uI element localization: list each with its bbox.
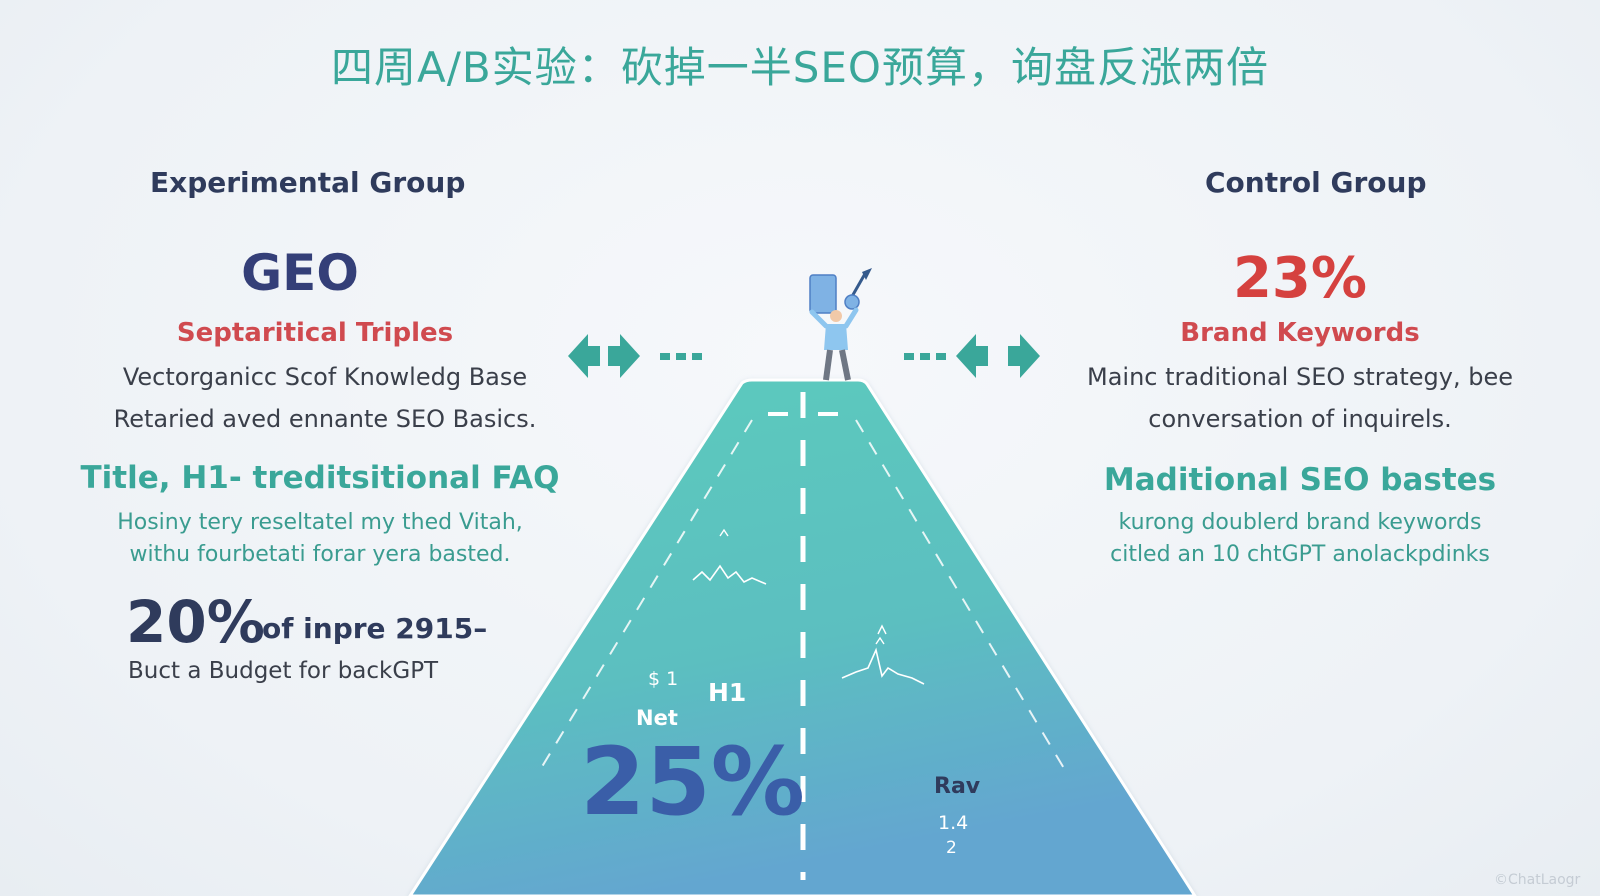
control-line-1: Mainc traditional SEO strategy, bee: [1086, 363, 1514, 391]
mountain-rav-label: Rav: [934, 774, 981, 799]
experimental-teal-line-2: withu fourbetati forar yera basted.: [129, 542, 511, 567]
mountain-value-2: 2: [946, 838, 957, 858]
mountain-dollar-label: $ 1: [648, 668, 679, 690]
control-line-2: conversation of inquirels.: [1148, 405, 1452, 433]
experimental-teal-heading: Title, H1- treditsitional FAQ: [80, 460, 560, 496]
experimental-line-2: Retaried aved ennante SEO Basics.: [113, 405, 537, 433]
sparkline-icon: [841, 647, 925, 685]
person-with-flag-icon: [809, 268, 872, 381]
experimental-group-heading: Experimental Group: [150, 166, 466, 199]
control-teal-heading: Maditional SEO bastes: [1103, 462, 1497, 498]
mountain-net-label: Net: [636, 706, 678, 730]
geo-label: GEO: [241, 244, 359, 302]
mountain-value-1: 1.4: [938, 812, 969, 834]
control-group-heading: Control Group: [1205, 166, 1427, 199]
control-teal-line-2: citled an 10 chtGPT anolackpdinks: [1110, 542, 1490, 567]
mountain-percent: 25%: [580, 728, 805, 837]
experimental-line-1: Vectorganicc Scof Knowledg Base: [122, 363, 528, 391]
experimental-budget-note: Buct a Budget for backGPT: [128, 658, 439, 684]
control-teal-line-1: kurong doublerd brand keywords: [1118, 510, 1482, 535]
page-title: 四周A/B实验：砍掉一半SEO预算，询盘反涨两倍: [331, 43, 1269, 92]
experimental-percent-note: of inpre 2915–: [262, 612, 488, 645]
experimental-subhead: Septaritical Triples: [176, 318, 454, 348]
arrows-right-icon: [904, 334, 1040, 378]
control-big-percent: 23%: [1232, 246, 1368, 311]
control-subhead: Brand Keywords: [1180, 318, 1420, 348]
inner-left-dashed: [539, 419, 753, 771]
mountain-h1-label: H1: [708, 678, 747, 707]
arrows-left-icon: [568, 334, 702, 378]
sparkline-icon: [692, 564, 767, 585]
experimental-percent: 20%: [126, 588, 265, 656]
experimental-teal-line-1: Hosiny tery reseltatel my thed Vitah,: [117, 510, 523, 535]
inner-right-dashed: [855, 419, 1066, 771]
watermark: ©ChatLaogr: [1494, 872, 1581, 888]
